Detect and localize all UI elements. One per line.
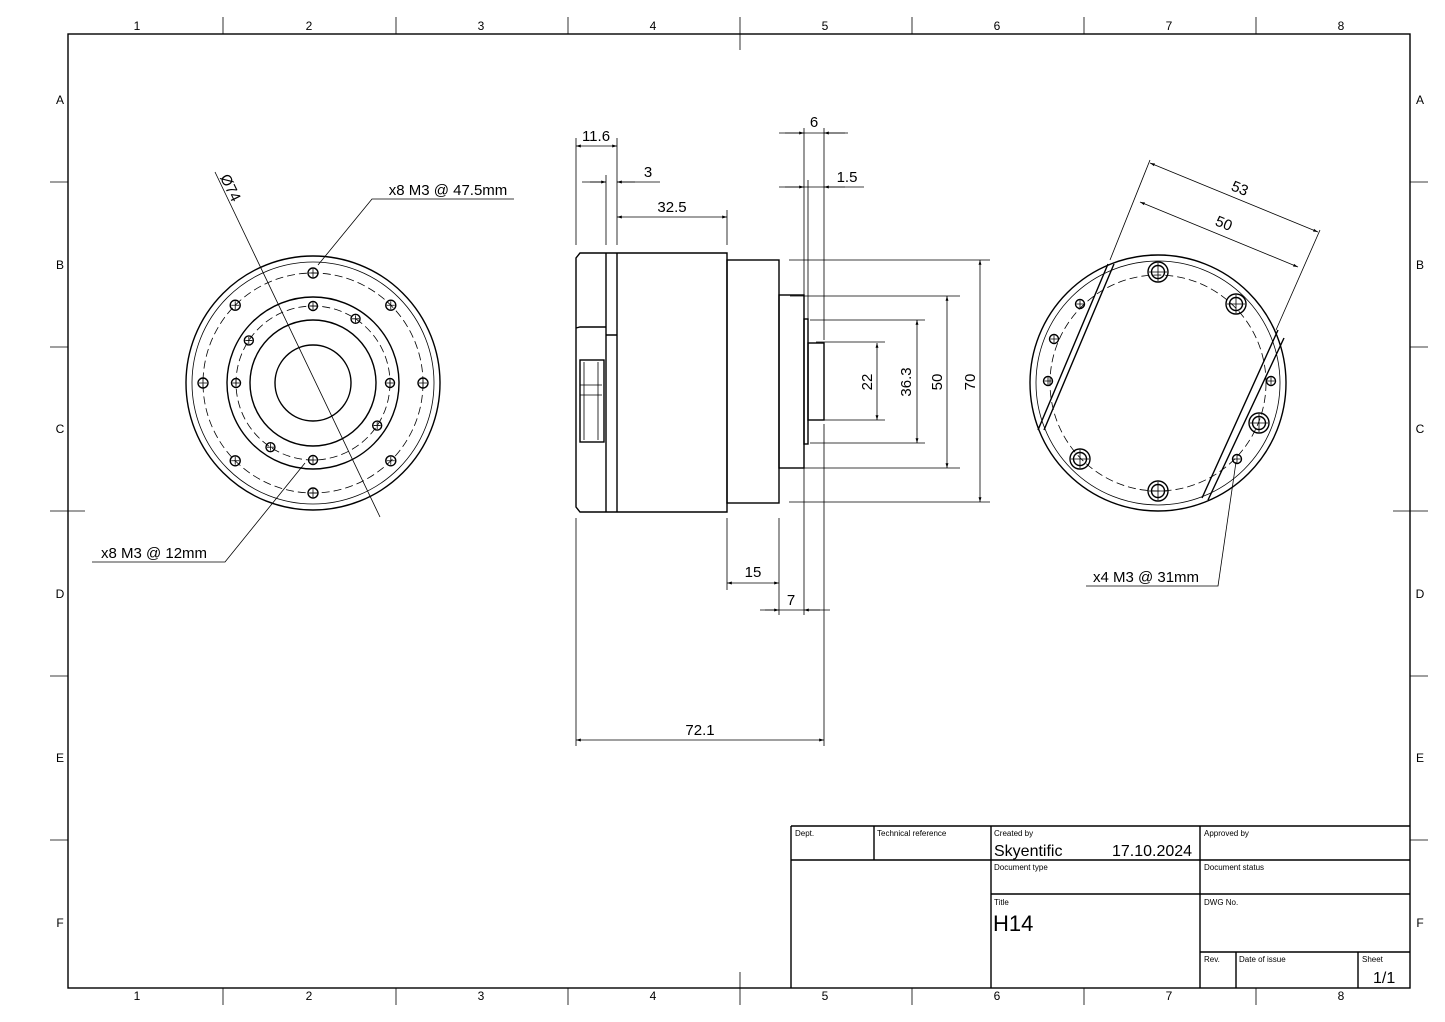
svg-text:C: C [1416, 422, 1425, 436]
svg-text:C: C [56, 422, 65, 436]
bolt-hole [307, 267, 319, 279]
svg-text:6: 6 [994, 19, 1001, 33]
svg-text:x4 M3 @ 31mm: x4 M3 @ 31mm [1093, 569, 1199, 586]
svg-text:8: 8 [1338, 989, 1345, 1003]
svg-text:32.5: 32.5 [657, 199, 686, 216]
svg-text:Dept.: Dept. [795, 829, 814, 838]
bolt-hole [307, 300, 319, 312]
bolt-hole [1147, 480, 1169, 502]
svg-text:F: F [56, 916, 63, 930]
svg-text:Ø74: Ø74 [216, 172, 244, 205]
rear-view: 53 50 x4 M3 @ 31mm [1029, 159, 1321, 587]
svg-text:8: 8 [1338, 19, 1345, 33]
svg-text:22: 22 [859, 374, 876, 391]
svg-text:7: 7 [1166, 19, 1173, 33]
svg-text:11.6: 11.6 [582, 128, 610, 145]
svg-text:Sheet: Sheet [1362, 955, 1384, 964]
svg-text:5: 5 [822, 989, 829, 1003]
bolt-hole [229, 455, 241, 467]
svg-text:D: D [1416, 587, 1425, 601]
svg-text:B: B [56, 258, 64, 272]
bolt-hole [350, 313, 361, 325]
svg-text:72.1: 72.1 [685, 722, 714, 739]
svg-text:Rev.: Rev. [1204, 955, 1220, 964]
bolt-hole [384, 377, 396, 389]
bolt-hole [307, 454, 319, 466]
bolt-hole [371, 420, 383, 431]
bolt-hole [197, 377, 209, 389]
svg-text:Document status: Document status [1204, 863, 1264, 872]
svg-text:1: 1 [134, 989, 141, 1003]
svg-text:A: A [56, 93, 64, 107]
bolt-hole [385, 455, 397, 467]
svg-text:6: 6 [810, 114, 818, 131]
bolt-hole [1248, 412, 1270, 434]
svg-text:x8 M3 @ 47.5mm: x8 M3 @ 47.5mm [389, 182, 508, 199]
svg-text:E: E [1416, 751, 1424, 765]
svg-text:Created by: Created by [994, 829, 1033, 838]
svg-text:Skyentific: Skyentific [994, 843, 1062, 860]
svg-text:F: F [1416, 916, 1423, 930]
zone-labels: 1 2 3 4 5 6 7 8 1 2 3 4 5 6 7 8 A B C D E F A B C D E F [56, 19, 1425, 1003]
svg-text:B: B [1416, 258, 1424, 272]
svg-text:1: 1 [134, 19, 141, 33]
bolt-hole [1042, 375, 1054, 387]
bolt-hole [1048, 333, 1060, 345]
svg-text:7: 7 [787, 592, 795, 609]
svg-text:3: 3 [478, 989, 485, 1003]
svg-text:53: 53 [1229, 178, 1251, 200]
title-block: Dept. Technical reference Created by Sky… [790, 825, 1410, 988]
svg-text:x8 M3 @ 12mm: x8 M3 @ 12mm [101, 545, 207, 562]
bolt-hole [243, 335, 255, 346]
svg-text:Approved by: Approved by [1204, 829, 1249, 838]
svg-text:D: D [56, 587, 65, 601]
svg-text:H14: H14 [993, 911, 1033, 936]
bolt-hole [1265, 375, 1277, 387]
svg-text:1/1: 1/1 [1373, 970, 1395, 987]
drawing-frame [50, 17, 1428, 1005]
svg-text:6: 6 [994, 989, 1001, 1003]
svg-text:50: 50 [929, 374, 946, 391]
svg-text:17.10.2024: 17.10.2024 [1112, 843, 1192, 860]
svg-text:3: 3 [644, 164, 652, 181]
svg-text:Document type: Document type [994, 863, 1048, 872]
svg-text:Title: Title [994, 898, 1009, 907]
front-view: Ø74 x8 M3 @ 47.5mm x8 M3 @ 12mm [92, 172, 514, 563]
svg-text:7: 7 [1166, 989, 1173, 1003]
svg-text:2: 2 [306, 989, 313, 1003]
bolt-hole [265, 441, 276, 453]
svg-text:70: 70 [962, 374, 979, 391]
svg-text:5: 5 [822, 19, 829, 33]
bolt-hole [230, 377, 242, 389]
svg-text:Technical reference: Technical reference [877, 829, 947, 838]
svg-text:2: 2 [306, 19, 313, 33]
bolt-hole [229, 299, 241, 311]
bolt-hole [385, 299, 397, 311]
svg-text:50: 50 [1213, 213, 1235, 235]
svg-text:3: 3 [478, 19, 485, 33]
bolt-hole [1225, 293, 1247, 315]
bolt-hole [307, 487, 319, 499]
svg-text:1.5: 1.5 [837, 169, 858, 186]
bolt-hole [1069, 448, 1091, 470]
svg-text:4: 4 [650, 989, 657, 1003]
bolt-hole [1231, 453, 1243, 465]
svg-text:A: A [1416, 93, 1424, 107]
svg-text:DWG No.: DWG No. [1204, 898, 1238, 907]
side-view: 11.6 3 32.5 6 1.5 22 36.3 50 70 15 7 72.… [575, 114, 990, 746]
svg-text:4: 4 [650, 19, 657, 33]
svg-text:E: E [56, 751, 64, 765]
svg-text:15: 15 [745, 564, 762, 581]
svg-text:Date of issue: Date of issue [1239, 955, 1286, 964]
svg-text:36.3: 36.3 [898, 367, 915, 396]
bolt-hole [417, 377, 429, 389]
bolt-hole [1074, 298, 1086, 310]
